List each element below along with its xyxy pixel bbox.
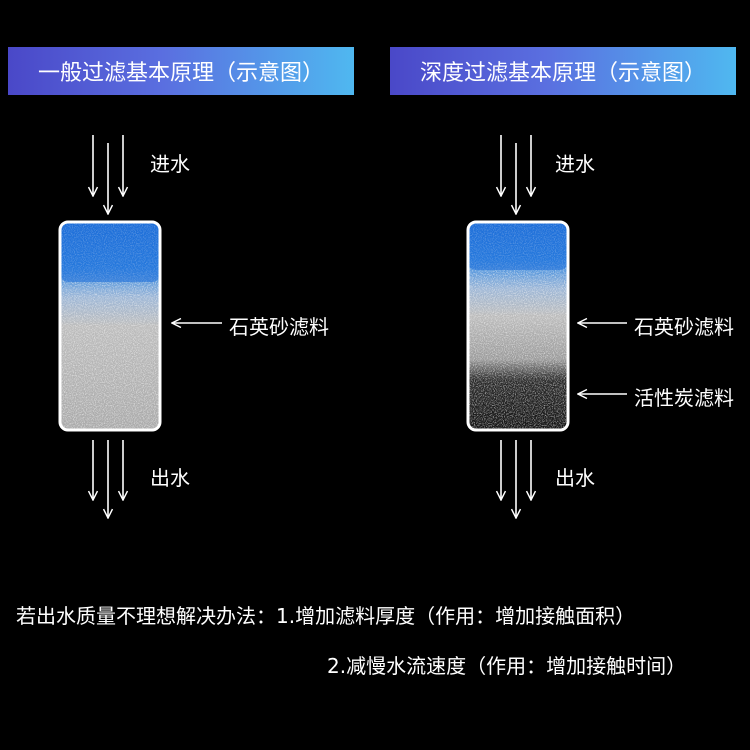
right-inlet-label: 进水 [555,152,595,176]
left-outlet-arrows [93,440,123,518]
right-panel-title: 深度过滤基本原理（示意图） [390,47,736,95]
right-outlet-arrows [501,440,531,518]
left-filter-tank [58,220,162,432]
right-sand-label: 石英砂滤料 [634,315,734,339]
left-inlet-label: 进水 [150,152,190,176]
left-panel-title: 一般过滤基本原理（示意图） [8,47,354,95]
right-media-texture [468,222,568,430]
left-outlet-label: 出水 [150,466,190,490]
left-water-layer [60,222,160,282]
left-inlet-arrows [93,135,123,214]
right-filter-tank [466,220,570,432]
left-sand-label: 石英砂滤料 [229,315,329,339]
right-outlet-label: 出水 [555,466,595,490]
right-inlet-arrows [501,135,531,214]
footer-line-2: 2.减慢水流速度（作用：增加接触时间） [327,654,687,678]
right-water-layer [468,222,568,270]
right-carbon-label: 活性炭滤料 [634,386,734,410]
footer-line-1: 若出水质量不理想解决办法：1.增加滤料厚度（作用：增加接触面积） [16,604,636,628]
